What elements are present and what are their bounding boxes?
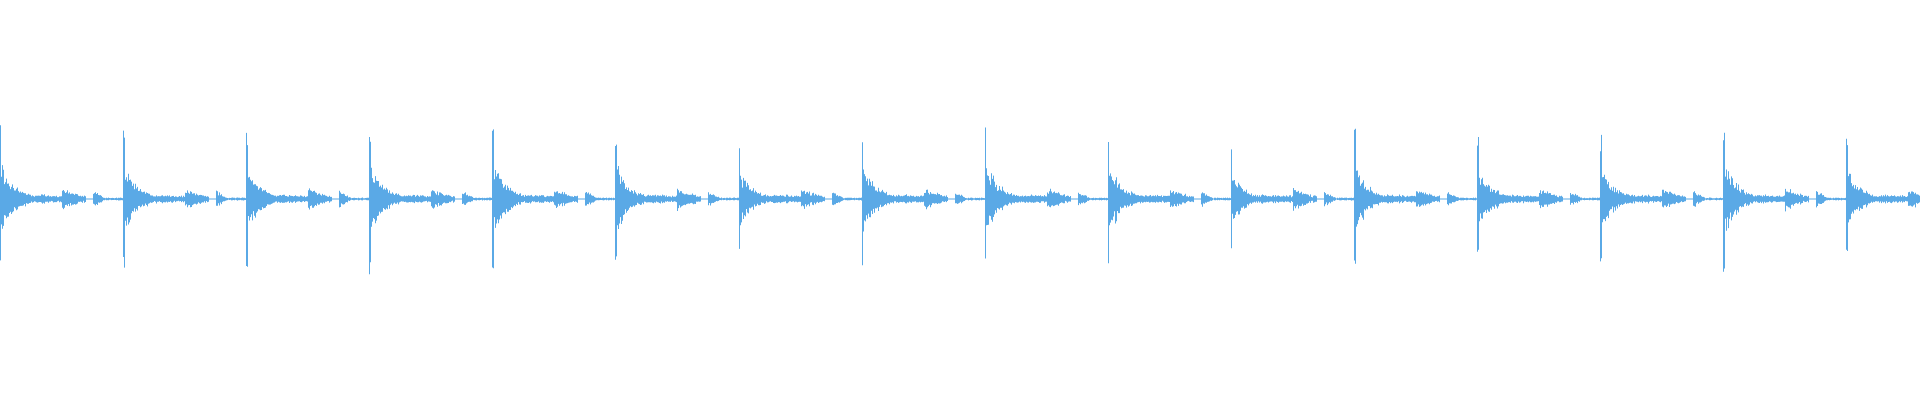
waveform-samples [0,125,1920,275]
waveform-path [0,125,1920,275]
